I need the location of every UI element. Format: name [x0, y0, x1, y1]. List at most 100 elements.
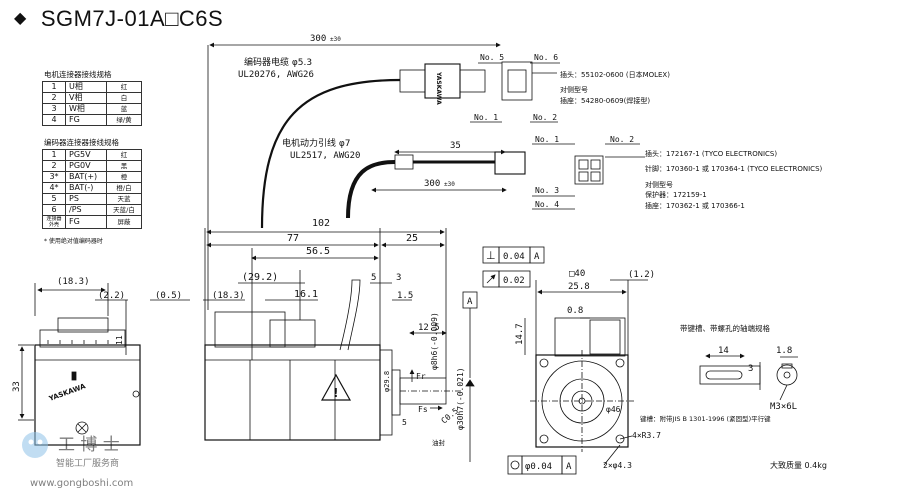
thread-m3x6l: M3×6L [770, 402, 797, 412]
force-fs: Fs [418, 405, 428, 414]
connector-brand: YASKAWA [435, 71, 442, 105]
dim-2-2: (2.2) [98, 291, 125, 301]
power-cable-tolerance: ±30 [444, 181, 455, 188]
oil-seal-label: 油封 [432, 438, 446, 447]
encoder-cable-label: 编码器电缆 φ5.3 [244, 56, 312, 68]
svg-text:!: ! [333, 386, 338, 400]
dim-0-8: 0.8 [567, 306, 583, 316]
pwr-pin-2: No. 2 [610, 135, 634, 144]
enc-pin-5: No. 5 [480, 53, 504, 62]
datum-a: A [467, 297, 473, 307]
encoder-cable [260, 78, 401, 229]
key-depth-1-8: 1.8 [776, 346, 792, 356]
force-fr: Fr [416, 372, 426, 381]
dim-25-8: 25.8 [568, 282, 590, 292]
power-cable-spec: UL2517, AWG20 [290, 151, 360, 161]
side-view [204, 270, 462, 441]
flange-view [530, 317, 634, 452]
dim-14-7: 14.7 [515, 323, 525, 345]
pwr-pin-1: No. 1 [535, 135, 559, 144]
gongboshi-watermark: 工 博 士 智能工厂服务商 www.gongboshi.com [22, 432, 133, 489]
power-cable-length: 300 [424, 179, 440, 189]
perp-tolerance: 0.04 [503, 252, 525, 262]
watermark-url: www.gongboshi.com [30, 478, 133, 489]
table1-caption: 电机连接器接线规格 [44, 70, 112, 79]
runout-tolerance: 0.02 [503, 276, 525, 286]
perpendicularity-icon: ⊥ [486, 249, 496, 262]
pwr-pin-3: No. 3 [535, 186, 559, 195]
position-tolerance: φ0.04 [525, 462, 552, 472]
pwr-plug-spec: 插头：172167-1 (TYCO ELECTRONICS) [645, 149, 777, 158]
dim-2xphi4-3: 2×φ4.3 [603, 461, 632, 470]
enc-plug-spec: 插头：55102-0600 (日本MOLEX) [560, 70, 670, 79]
dim-30h7: φ30h7(-0.021) [456, 367, 465, 430]
power-cable [346, 160, 396, 219]
dim-33: 33 [12, 381, 22, 392]
power-connector [394, 151, 604, 185]
pwr-cover-spec: 保护器：172159-1 [645, 190, 707, 199]
table-row: 4*BAT(-)橙/白 [42, 182, 142, 194]
pwr-socket-spec: 插座：170362-1 或 170366-1 [645, 201, 745, 210]
dim-29-2: (29.2) [242, 272, 278, 283]
approx-mass: 大致质量 0.4kg [770, 460, 827, 470]
dim-25: 25 [406, 233, 418, 244]
key-note: 键槽：附带JIS B 1301-1996 (紧固型)平行键 [640, 414, 771, 423]
table2-caption: 编码器连接器接线规格 [44, 138, 119, 147]
dim-5: 5 [371, 273, 376, 283]
enc-mating-label: 对侧型号 [560, 85, 588, 94]
encoder-cable-spec: UL20276, AWG26 [238, 70, 314, 80]
power-cable-label: 电机动力引线 φ7 [282, 137, 351, 149]
model-name: SGM7J-01A□C6S [40, 6, 224, 31]
position-datum: A [566, 462, 572, 472]
dim-18-3-side: (18.3) [212, 291, 245, 301]
runout-icon [486, 274, 496, 284]
dim-0-5: (0.5) [155, 291, 182, 301]
key-width-3: 3 [748, 364, 753, 374]
enc-socket-spec: 插座：54280-0609(焊接型) [560, 96, 650, 105]
dim-29-8: φ29.8 [383, 371, 391, 392]
dim-4xr3-7: 4×R3.7 [632, 431, 661, 440]
enc-pin-6: No. 6 [534, 53, 558, 62]
power-lead-35: 35 [450, 141, 461, 151]
watermark-cn: 工 博 士 [58, 435, 120, 455]
front-view [34, 317, 141, 446]
dim-11: 11 [115, 335, 124, 345]
yaskawa-logo: YASKAWA [47, 382, 87, 403]
dim-3: 3 [396, 273, 401, 283]
dim-16-1: 16.1 [294, 289, 318, 300]
dim-12-5: 12.5 [418, 323, 440, 333]
encoder-cable-length: 300 [310, 34, 326, 44]
encoder-cable-tolerance: ±30 [330, 36, 341, 43]
pwr-mating-label: 对侧型号 [645, 180, 673, 189]
position-icon [510, 460, 520, 470]
table-row: 3*BAT(+)橙 [42, 171, 142, 183]
diamond-bullet-icon: ◆ [14, 10, 27, 27]
enc-pin-2: No. 2 [533, 113, 557, 122]
encoder-connector [399, 61, 533, 101]
page-title: ◆ SGM7J-01A□C6S [14, 6, 223, 32]
perp-datum: A [534, 252, 540, 262]
dim-77: 77 [287, 233, 299, 244]
dim-5b: 5 [402, 418, 407, 427]
key-detail-caption: 带键槽、带螺孔的轴端规格 [680, 323, 770, 333]
watermark-sub: 智能工厂服务商 [56, 457, 119, 469]
enc-pin-1: No. 1 [474, 113, 498, 122]
dim-1-5: 1.5 [397, 291, 413, 301]
table2-note: * 使用绝对值编码器时 [44, 238, 103, 245]
dim-phi-46: φ46 [606, 405, 621, 414]
dim-1-2: (1.2) [628, 270, 655, 280]
dim-56-5: 56.5 [306, 246, 330, 257]
dim-square-40: □40 [569, 269, 585, 279]
key-length-14: 14 [718, 346, 729, 356]
pwr-pins-spec: 针脚：170360-1 或 170364-1 (TYCO ELECTRONICS… [645, 164, 823, 173]
dim-shaft-8h6: φ8h6(-0.009) [430, 312, 439, 370]
warning-triangle-icon [320, 373, 352, 401]
